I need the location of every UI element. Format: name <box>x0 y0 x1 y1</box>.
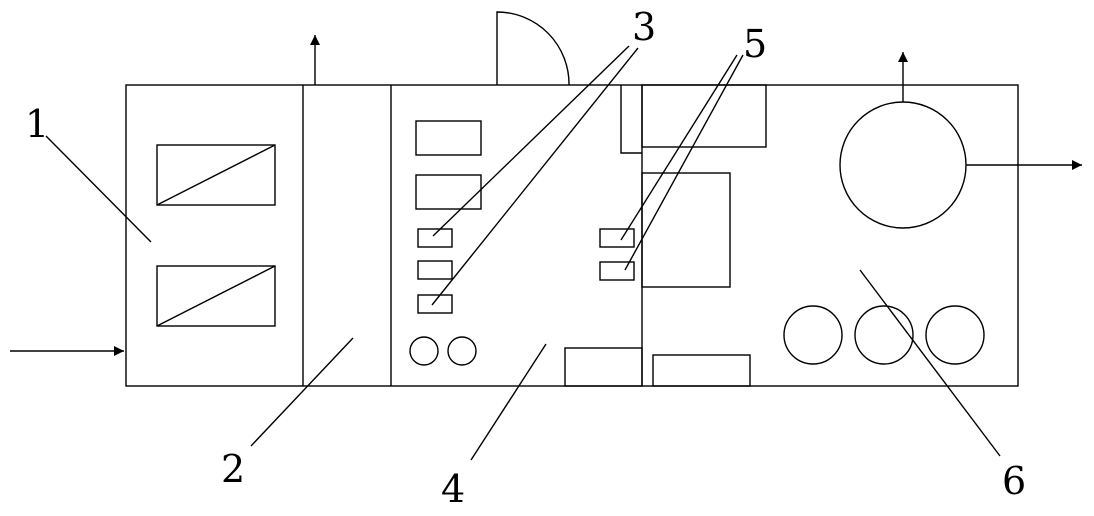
cylinder-2 <box>854 305 914 365</box>
upper-cabinet <box>641 84 767 148</box>
callout-3: 3 <box>632 5 656 49</box>
leader-line-3b <box>431 47 639 306</box>
base-unit-section-4 <box>564 347 643 387</box>
leader-line-4 <box>470 343 547 461</box>
door-swing-arc <box>496 11 570 86</box>
module-upper-1 <box>415 120 482 156</box>
small-module-left-3 <box>417 294 453 314</box>
small-module-left-1 <box>417 228 453 248</box>
callout-6: 6 <box>1002 459 1026 503</box>
leader-line-5b <box>624 54 744 271</box>
filter-panel-lower <box>156 265 276 327</box>
duct-bracket <box>620 85 642 154</box>
base-unit-section-6 <box>652 354 751 387</box>
control-box <box>641 172 731 288</box>
cylinder-1 <box>783 305 843 365</box>
callout-1: 1 <box>25 102 49 146</box>
main-tank <box>839 101 967 229</box>
small-module-left-2 <box>417 260 453 280</box>
callout-2: 2 <box>221 447 245 491</box>
module-upper-2 <box>415 174 482 210</box>
callout-4: 4 <box>441 467 465 511</box>
leader-line-3a <box>432 45 630 237</box>
small-module-right-2 <box>599 261 635 281</box>
callout-5: 5 <box>743 22 767 66</box>
small-pump-1 <box>409 336 439 366</box>
filter-panel-upper <box>156 144 276 206</box>
small-module-right-1 <box>599 228 635 248</box>
leader-line-5a <box>620 54 738 241</box>
leader-line-2 <box>250 337 354 447</box>
leader-line-6 <box>859 269 1001 457</box>
cylinder-3 <box>925 305 985 365</box>
small-pump-2 <box>447 336 477 366</box>
leader-line-1 <box>45 135 152 243</box>
